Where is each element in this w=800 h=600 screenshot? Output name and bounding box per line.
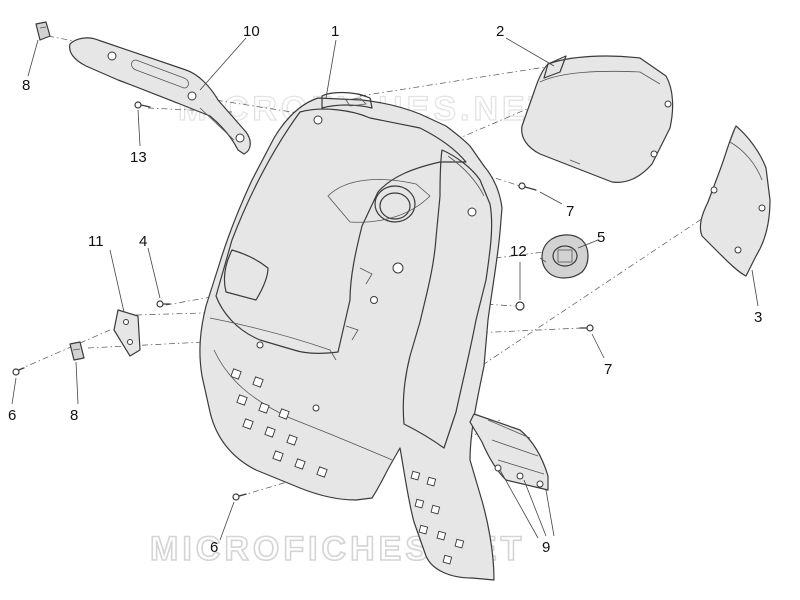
callout-12: 12: [510, 243, 527, 260]
callout-10: 10: [243, 23, 260, 40]
screw-part-12: [515, 301, 525, 311]
floor-vent-slots: [230, 368, 328, 478]
callout-6-bottom: 6: [210, 539, 218, 556]
callout-8-top: 8: [22, 77, 30, 94]
callout-4: 4: [139, 233, 147, 250]
screw-part-6-left: [12, 367, 25, 376]
callout-13: 13: [130, 149, 147, 166]
callout-11: 11: [88, 233, 104, 250]
callout-3: 3: [754, 309, 762, 326]
callout-7-top: 7: [566, 203, 574, 220]
clip-part-8-left: [69, 341, 85, 361]
callout-6-left: 6: [8, 407, 16, 424]
leg-shield-part-1: [199, 91, 503, 581]
clip-part-8-top: [35, 21, 51, 41]
screw-part-7-mid: [579, 324, 594, 332]
callout-1: 1: [331, 23, 339, 40]
leader-lines: [11, 37, 759, 541]
callout-2: 2: [496, 23, 504, 40]
callout-7-mid: 7: [604, 361, 612, 378]
screw-part-6-bottom: [232, 493, 247, 501]
callout-9: 9: [542, 539, 550, 556]
screw-part-13: [134, 101, 151, 109]
callout-5: 5: [597, 229, 605, 246]
screw-part-7-top: [518, 182, 537, 191]
tail-vent-slots: [410, 470, 465, 565]
bracket-part-10: [69, 37, 251, 155]
cover-part-2: [521, 55, 674, 183]
screw-part-4: [156, 300, 171, 308]
plate-part-11: [113, 309, 141, 357]
callout-labels: 1 2 3 4 5 6 6 7 7 8 8 9 10 11 12 13: [8, 23, 762, 556]
callout-8-left: 8: [70, 407, 78, 424]
socket-part-5: [539, 234, 589, 279]
latch-part-9: [469, 413, 549, 491]
side-cover-part-3: [699, 125, 771, 277]
